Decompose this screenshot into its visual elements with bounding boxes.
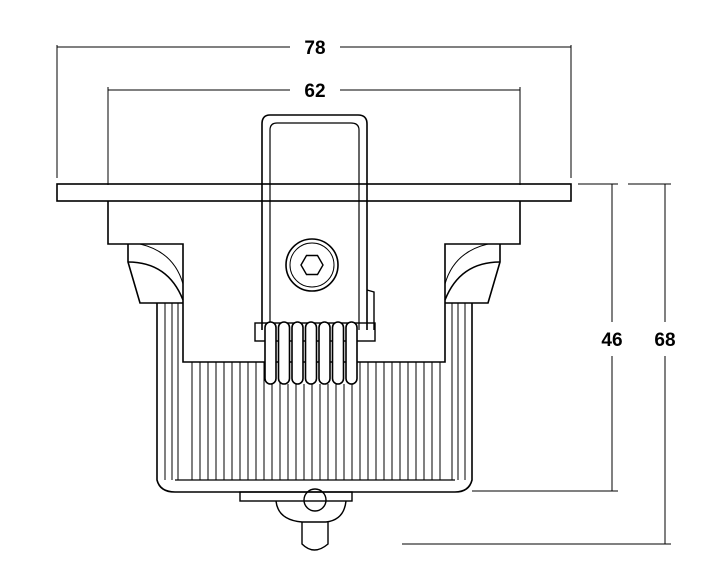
- dimension-label-46: 46: [601, 330, 622, 351]
- flange-plate: [56, 183, 572, 202]
- dimension-label-78: 78: [304, 38, 325, 59]
- spring-coil: [304, 321, 318, 385]
- spring-coil: [331, 321, 345, 385]
- dimension-label-68: 68: [654, 330, 675, 351]
- hex-screw: [285, 238, 339, 292]
- torsion-spring: [254, 321, 376, 385]
- heatsink-fins: [164, 303, 466, 480]
- dimension-body-height: 46: [472, 183, 623, 492]
- spring-bracket: [261, 114, 375, 330]
- heatsink-body: [156, 303, 473, 493]
- right-shoulder: [444, 243, 501, 304]
- left-shoulder: [127, 243, 184, 304]
- spring-coil: [291, 321, 304, 385]
- dimension-cutout-width: 62: [107, 81, 521, 185]
- dimension-label-62: 62: [304, 81, 325, 102]
- spring-coil: [345, 321, 358, 385]
- spring-coil: [318, 321, 331, 385]
- bottom-clip: [239, 488, 353, 551]
- spring-coil: [277, 321, 291, 385]
- spring-coil: [264, 321, 277, 385]
- dimension-overall-height: 68: [402, 183, 676, 545]
- dimension-overall-width: 78: [56, 38, 572, 178]
